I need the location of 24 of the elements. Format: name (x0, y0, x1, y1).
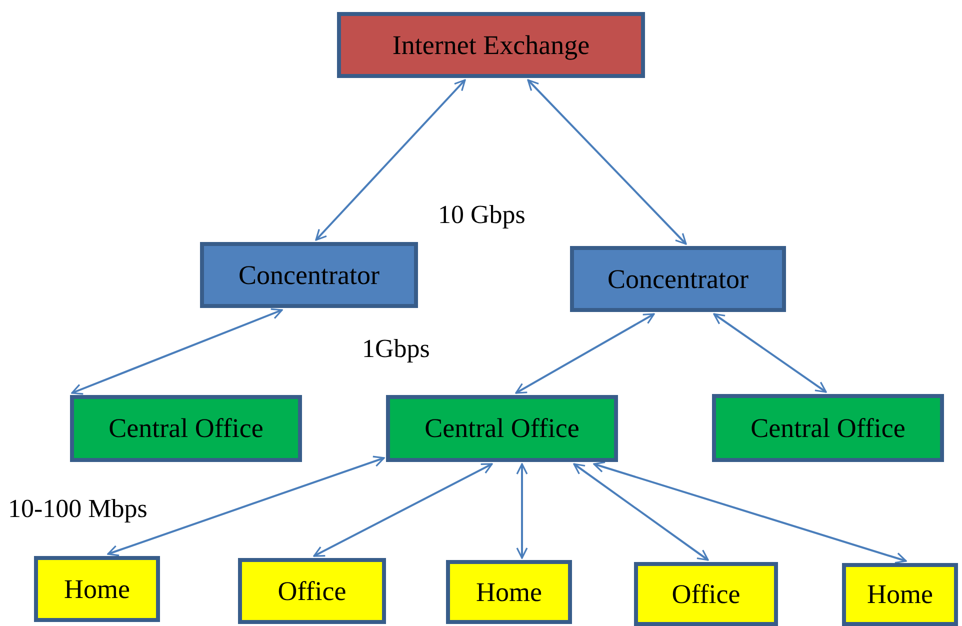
double-arrow (593, 461, 907, 564)
double-arrow (527, 79, 687, 245)
endpoint-box: Home (842, 563, 958, 626)
endpoint-box: Home (34, 556, 160, 622)
double-arrow (313, 463, 493, 557)
concentrator-box: Concentrator (200, 242, 418, 308)
central-office-box: Central Office (712, 394, 944, 462)
central-office-box: Central Office (386, 395, 618, 462)
double-arrow (315, 79, 466, 241)
bandwidth-label: 10-100 Mbps (8, 494, 148, 524)
central-office-box: Central Office (70, 395, 302, 462)
double-arrow (71, 308, 283, 395)
double-arrow (516, 463, 528, 559)
exchange-box: Internet Exchange (337, 12, 645, 78)
endpoint-box: Home (446, 560, 572, 624)
bandwidth-label: 10 Gbps (438, 200, 526, 230)
bandwidth-label: 1Gbps (362, 334, 430, 364)
endpoint-box: Office (238, 558, 386, 624)
double-arrow (515, 313, 655, 394)
endpoint-box: Office (634, 562, 778, 626)
double-arrow (713, 313, 827, 393)
double-arrow (107, 456, 385, 556)
double-arrow (573, 463, 709, 561)
concentrator-box: Concentrator (570, 246, 786, 312)
